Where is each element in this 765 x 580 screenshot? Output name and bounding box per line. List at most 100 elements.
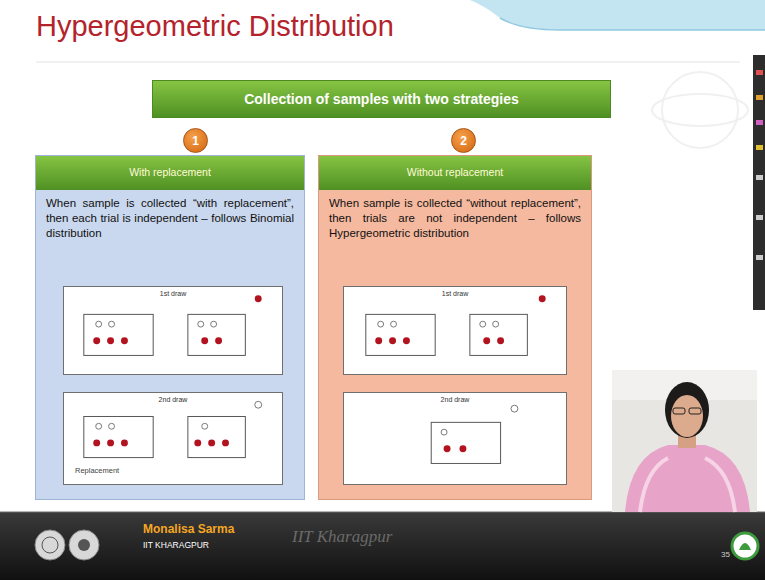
node-text: 1 [192, 134, 199, 148]
atom-watermark [662, 72, 738, 148]
presenter-glasses [673, 408, 685, 414]
drawn-ball [539, 295, 546, 302]
presenter-body [625, 445, 750, 512]
white-ball [202, 423, 208, 429]
white-ball [211, 321, 217, 327]
replacement-note: Replacement [75, 466, 119, 475]
watermark: IIT Kharagpur [292, 527, 392, 547]
red-ball [107, 337, 114, 344]
title-rule [36, 62, 740, 63]
toolbar-icon [756, 255, 763, 260]
footer-bar [0, 512, 765, 580]
side-toolbar [753, 55, 765, 310]
toolbar-icon [756, 175, 763, 180]
red-ball [403, 337, 410, 344]
node-text: With replacement [129, 166, 211, 180]
top-band [470, 0, 765, 30]
nptel-logo [69, 530, 99, 560]
institute-logo [42, 537, 58, 553]
red-ball [215, 337, 222, 344]
strategy-panel: When sample is collected “without replac… [318, 155, 592, 500]
red-ball [459, 445, 466, 452]
presenter-video [612, 370, 757, 512]
presenter-glasses [689, 408, 701, 414]
institute-logo [35, 530, 65, 560]
white-ball [378, 321, 384, 327]
red-ball [107, 439, 114, 446]
toolbar-icon [756, 215, 763, 220]
red-ball [375, 337, 382, 344]
toolbar-icon [756, 120, 763, 125]
white-ball [493, 321, 499, 327]
node-text: 2 [460, 134, 467, 148]
strategy-panel: When sample is collected “with replaceme… [35, 155, 305, 500]
panel-body-text: When sample is collected “with replaceme… [46, 196, 294, 242]
red-ball [222, 439, 229, 446]
red-ball [121, 337, 128, 344]
white-ball [198, 321, 204, 327]
presenter-name: Monalisa Sarma [143, 522, 234, 536]
red-ball [483, 337, 490, 344]
white-ball [96, 321, 102, 327]
top-band-edge [500, 18, 765, 30]
presenter-hair [665, 382, 709, 438]
red-ball [194, 439, 201, 446]
white-ball [480, 321, 486, 327]
step-number: 2 [451, 128, 476, 153]
white-ball [391, 321, 397, 327]
node-text: 1st draw [64, 289, 282, 298]
drawn-ball [511, 405, 518, 412]
red-ball [444, 445, 451, 452]
toolbar-icon [756, 145, 763, 150]
draw-frame: 1st draw [63, 286, 283, 375]
white-ball [109, 423, 115, 429]
urn-box [188, 314, 245, 355]
video-backdrop [612, 370, 757, 512]
nptel-logo [78, 539, 90, 551]
page-number: 35 [721, 550, 730, 559]
urn-box [366, 314, 435, 355]
urn-box [84, 314, 153, 355]
slide-title: Hypergeometric Distribution [36, 10, 394, 43]
corner-logo [739, 543, 751, 550]
urn-box [431, 422, 500, 463]
red-ball [389, 337, 396, 344]
node-text: Without replacement [407, 166, 503, 180]
node-text: 2nd draw [344, 395, 566, 404]
toolbar-icon [756, 95, 763, 100]
urn-illustration [64, 287, 282, 374]
urn-box [470, 314, 527, 355]
panel-header: Without replacement [319, 156, 591, 190]
red-ball [497, 337, 504, 344]
draw-frame: 1st draw [343, 286, 567, 375]
node-text: 2nd draw [64, 395, 282, 404]
urn-box [84, 416, 153, 457]
node-text: Collection of samples with two strategie… [244, 91, 519, 107]
presenter-dupatta [640, 458, 668, 512]
node-text: 1st draw [344, 289, 566, 298]
presenter-dupatta [705, 458, 735, 512]
toolbar-icon [756, 70, 763, 75]
red-ball [93, 337, 100, 344]
panel-body-text: When sample is collected “without replac… [329, 196, 581, 242]
institute-name: IIT KHARAGPUR [143, 540, 209, 550]
draw-frame: 2nd draw [343, 392, 567, 485]
red-ball [121, 439, 128, 446]
atom-watermark [652, 94, 748, 126]
presenter-face [671, 395, 703, 437]
panel-header: With replacement [36, 156, 304, 190]
red-ball [208, 439, 215, 446]
corner-logo [732, 533, 758, 559]
urn-box [188, 416, 245, 457]
drawn-ball [255, 401, 262, 408]
urn-illustration [344, 287, 566, 374]
white-ball [441, 429, 447, 435]
strategy-banner: Collection of samples with two strategie… [152, 80, 611, 118]
white-ball [96, 423, 102, 429]
white-ball [109, 321, 115, 327]
red-ball [93, 439, 100, 446]
urn-illustration [344, 393, 566, 484]
red-ball [201, 337, 208, 344]
step-number: 1 [183, 128, 208, 153]
drawn-ball [255, 295, 262, 302]
